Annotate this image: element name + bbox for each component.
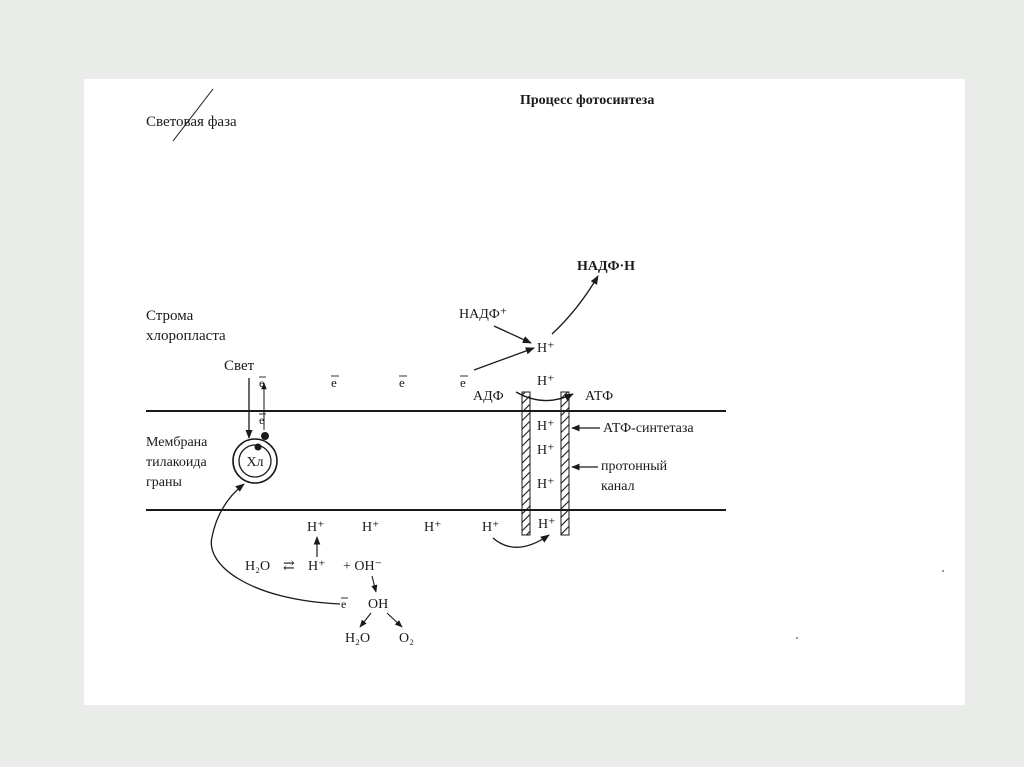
- electron-return-arrow: [210, 483, 341, 605]
- electron-label-5: е: [460, 375, 466, 390]
- proton-channel-label-line2: канал: [601, 479, 635, 494]
- atp-synthase-label: АТФ-синтетаза: [603, 421, 694, 436]
- to-oxygen-arrow: [386, 612, 403, 628]
- electron-label-3: е: [331, 375, 337, 390]
- atp-label: АТФ: [585, 389, 613, 404]
- stroma-label-line2: хлоропласта: [146, 328, 226, 344]
- channel-entry-hplus: H⁺: [538, 517, 556, 532]
- stroma-label-line1: Строма: [146, 308, 194, 324]
- chlorophyll-label: Хл: [246, 455, 263, 470]
- nadph-label: НАДФ·Н: [577, 259, 635, 274]
- water-eq-hplus: H⁺: [308, 559, 326, 574]
- atp-synthesis-hplus-label: H⁺: [537, 374, 555, 389]
- water-eq-arrows: ⇄: [283, 559, 295, 574]
- channel-hplus-2: H⁺: [537, 443, 555, 458]
- electron-label-2: е: [259, 376, 264, 390]
- channel-wall-left: [521, 391, 531, 536]
- channel-hplus-1: H⁺: [537, 419, 555, 434]
- membrane-label-line1: Мембрана: [146, 435, 208, 450]
- product-water-label: H₂O: [345, 631, 370, 646]
- electron-label-1: е: [259, 413, 264, 427]
- product-oxygen-label: O₂: [399, 631, 414, 646]
- ohminus-down-arrow: [371, 575, 378, 593]
- excited-electron-dot: [261, 432, 269, 440]
- phase-label: Световая фаза: [146, 114, 237, 130]
- membrane-label-line3: граны: [146, 475, 182, 490]
- scan-speck-2: [796, 637, 798, 639]
- nadph-arrow: [551, 275, 599, 335]
- scan-speck: [942, 570, 944, 572]
- channel-wall-right: [560, 391, 570, 536]
- water-eq-ohminus: + OH⁻: [343, 559, 382, 574]
- chlorophyll-inner-circle: [238, 444, 272, 478]
- membrane-label-line2: тилакоида: [146, 455, 208, 470]
- chlorophyll-electron-dot: [254, 443, 262, 451]
- light-label: Свет: [224, 358, 255, 374]
- lumen-hplus-1: H⁺: [307, 520, 325, 535]
- donated-electron-label: е: [341, 597, 346, 611]
- to-water-arrow: [359, 612, 372, 628]
- proton-channel-label-line1: протонный: [601, 459, 668, 474]
- electron-to-hplus-arrow: [473, 347, 535, 371]
- water-eq-h2o: H₂O: [245, 559, 270, 574]
- phase-strike-line: [172, 88, 214, 142]
- hplus-into-channel-arrow: [492, 534, 550, 548]
- nadp-arrow: [493, 325, 532, 344]
- lumen-hplus-3: H⁺: [424, 520, 442, 535]
- oh-radical-label: OH: [368, 597, 388, 612]
- lumen-hplus-4: H⁺: [482, 520, 500, 535]
- nadp-label: НАДФ⁺: [459, 307, 507, 322]
- adp-label: АДФ: [473, 389, 504, 404]
- chlorophyll-outer-circle: [232, 438, 278, 484]
- diagram-title: Процесс фотосинтеза: [520, 93, 654, 108]
- lumen-hplus-2: H⁺: [362, 520, 380, 535]
- electron-label-4: е: [399, 375, 405, 390]
- channel-hplus-3: H⁺: [537, 477, 555, 492]
- stroma-hplus-label: H⁺: [537, 341, 555, 356]
